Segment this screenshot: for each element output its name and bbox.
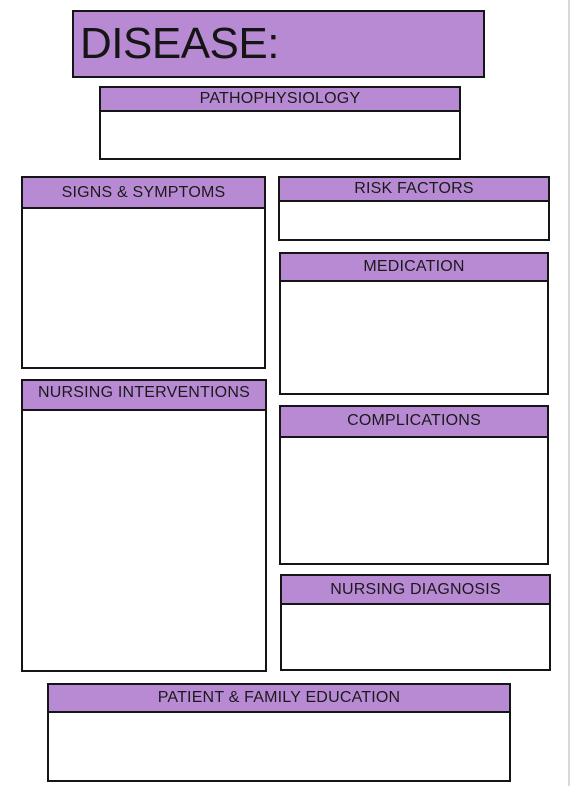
medication-box: MEDICATION — [279, 252, 549, 395]
pathophysiology-box: PATHOPHYSIOLOGY — [99, 86, 461, 160]
nursing-diagnosis-box: NURSING DIAGNOSIS — [280, 574, 551, 671]
nursing-diagnosis-header: NURSING DIAGNOSIS — [282, 576, 549, 605]
pathophysiology-header: PATHOPHYSIOLOGY — [101, 88, 459, 112]
risk-factors-writing-area[interactable] — [280, 202, 548, 239]
patient-family-education-box: PATIENT & FAMILY EDUCATION — [47, 683, 511, 782]
medication-writing-area[interactable] — [281, 282, 547, 393]
patient-family-education-header: PATIENT & FAMILY EDUCATION — [49, 685, 509, 713]
signs-symptoms-writing-area[interactable] — [23, 209, 264, 367]
nursing-interventions-writing-area[interactable] — [23, 411, 265, 670]
patient-family-education-writing-area[interactable] — [49, 713, 509, 780]
risk-factors-header: RISK FACTORS — [280, 178, 548, 202]
disease-title-text: DISEASE: — [80, 19, 279, 68]
risk-factors-box: RISK FACTORS — [278, 176, 550, 241]
complications-header: COMPLICATIONS — [281, 407, 547, 438]
pathophysiology-writing-area[interactable] — [101, 112, 459, 158]
nursing-interventions-box: NURSING INTERVENTIONS — [21, 379, 267, 672]
complications-writing-area[interactable] — [281, 438, 547, 563]
complications-box: COMPLICATIONS — [279, 405, 549, 565]
signs-symptoms-header: SIGNS & SYMPTOMS — [23, 178, 264, 209]
nursing-diagnosis-writing-area[interactable] — [282, 605, 549, 669]
nursing-interventions-header: NURSING INTERVENTIONS — [23, 381, 265, 411]
disease-title: DISEASE: — [72, 10, 485, 78]
signs-symptoms-box: SIGNS & SYMPTOMS — [21, 176, 266, 369]
page-edge — [568, 0, 570, 786]
medication-header: MEDICATION — [281, 254, 547, 282]
